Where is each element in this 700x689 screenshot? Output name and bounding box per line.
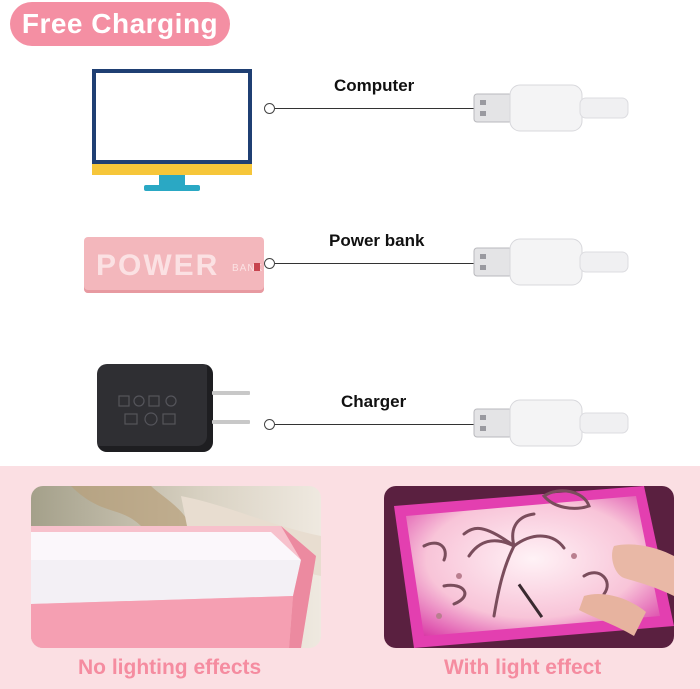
wall-charger-icon: [97, 364, 213, 452]
badge-label: Free Charging: [21, 8, 219, 39]
connector-line: [275, 108, 475, 109]
power-bank-brand: POWER: [96, 249, 220, 282]
connector-ring: [264, 103, 275, 114]
usb-cable-icon: [473, 84, 629, 132]
lit-pad-photo: [384, 486, 674, 648]
free-charging-badge: Free Charging: [10, 2, 230, 46]
monitor-icon: [92, 69, 252, 193]
connector-ring: [264, 258, 275, 269]
connector-line: [275, 424, 475, 425]
charger-prong: [212, 391, 250, 395]
power-bank-label: Power bank: [329, 231, 425, 250]
charger-label: Charger: [341, 392, 407, 411]
charger-prong: [212, 420, 250, 424]
caption-with-light: With light effect: [444, 656, 602, 679]
connector-line: [275, 263, 475, 264]
unlit-pad-photo: [31, 486, 321, 648]
power-bank-sub: BANK: [232, 263, 264, 274]
usb-cable-icon: [473, 238, 629, 286]
power-bank-icon: POWER BANK: [84, 237, 264, 293]
computer-label: Computer: [334, 76, 415, 95]
caption-no-lighting: No lighting effects: [78, 656, 262, 679]
usb-cable-icon: [473, 399, 629, 447]
connector-ring: [264, 419, 275, 430]
